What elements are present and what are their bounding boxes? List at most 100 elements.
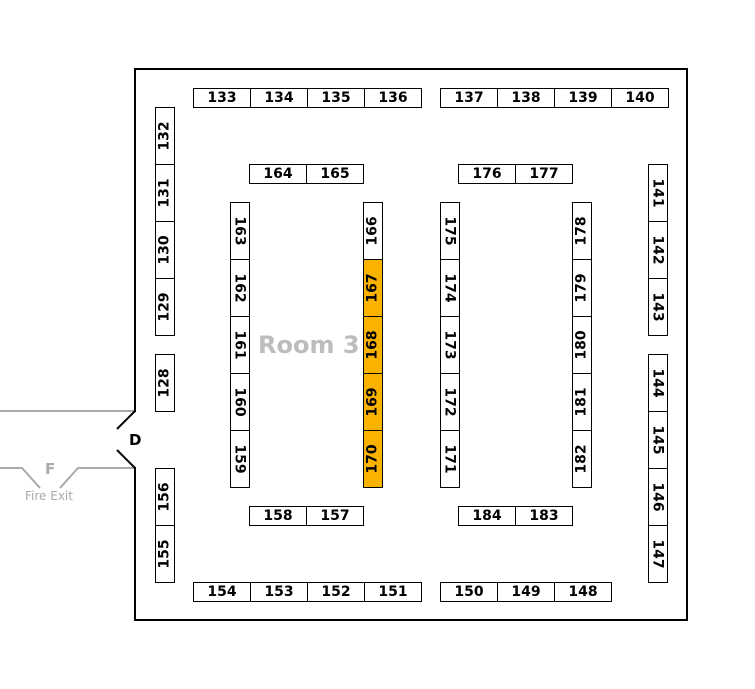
booth-169[interactable]: 169 [363, 373, 383, 431]
booth-179[interactable]: 179 [572, 259, 592, 317]
booth-173[interactable]: 173 [440, 316, 460, 374]
booth-128[interactable]: 128 [155, 354, 175, 412]
booth-number: 182 [574, 444, 591, 474]
booth-147[interactable]: 147 [648, 525, 668, 583]
booth-180[interactable]: 180 [572, 316, 592, 374]
booth-159[interactable]: 159 [230, 430, 250, 488]
booth-164[interactable]: 164 [249, 164, 307, 184]
booth-171[interactable]: 171 [440, 430, 460, 488]
booth-number: 144 [650, 368, 667, 398]
booth-148[interactable]: 148 [554, 582, 612, 602]
booth-number: 172 [442, 387, 459, 417]
booth-number: 129 [157, 292, 174, 322]
booth-182[interactable]: 182 [572, 430, 592, 488]
booth-163[interactable]: 163 [230, 202, 250, 260]
booth-number: 168 [365, 330, 382, 360]
booth-number: 138 [511, 90, 541, 106]
booth-168[interactable]: 168 [363, 316, 383, 374]
booth-151[interactable]: 151 [364, 582, 422, 602]
door-opening [132, 412, 138, 467]
fire-exit-wall-right [59, 467, 135, 489]
booth-number: 134 [264, 90, 294, 106]
booth-133[interactable]: 133 [193, 88, 251, 108]
booth-number: 154 [207, 584, 237, 600]
booth-161[interactable]: 161 [230, 316, 250, 374]
booth-131[interactable]: 131 [155, 164, 175, 222]
booth-155[interactable]: 155 [155, 525, 175, 583]
booth-number: 163 [232, 216, 249, 246]
booth-174[interactable]: 174 [440, 259, 460, 317]
booth-181[interactable]: 181 [572, 373, 592, 431]
booth-number: 181 [574, 387, 591, 417]
booth-number: 179 [574, 273, 591, 303]
booth-144[interactable]: 144 [648, 354, 668, 412]
booth-number: 164 [263, 166, 293, 182]
booth-number: 176 [472, 166, 502, 182]
booth-number: 167 [365, 273, 382, 303]
booth-number: 145 [650, 425, 667, 455]
booth-183[interactable]: 183 [515, 506, 573, 526]
booth-170[interactable]: 170 [363, 430, 383, 488]
booth-138[interactable]: 138 [497, 88, 555, 108]
booth-number: 142 [650, 235, 667, 265]
booth-140[interactable]: 140 [611, 88, 669, 108]
booth-number: 158 [263, 508, 293, 524]
booth-152[interactable]: 152 [307, 582, 365, 602]
booth-number: 137 [454, 90, 484, 106]
booth-184[interactable]: 184 [458, 506, 516, 526]
booth-142[interactable]: 142 [648, 221, 668, 279]
booth-number: 183 [529, 508, 559, 524]
booth-157[interactable]: 157 [306, 506, 364, 526]
booth-136[interactable]: 136 [364, 88, 422, 108]
booth-137[interactable]: 137 [440, 88, 498, 108]
booth-149[interactable]: 149 [497, 582, 555, 602]
booth-143[interactable]: 143 [648, 278, 668, 336]
booth-number: 152 [321, 584, 351, 600]
booth-160[interactable]: 160 [230, 373, 250, 431]
booth-number: 130 [157, 235, 174, 265]
room-3-walls [134, 68, 688, 621]
booth-146[interactable]: 146 [648, 468, 668, 526]
booth-172[interactable]: 172 [440, 373, 460, 431]
booth-162[interactable]: 162 [230, 259, 250, 317]
booth-158[interactable]: 158 [249, 506, 307, 526]
booth-135[interactable]: 135 [307, 88, 365, 108]
booth-130[interactable]: 130 [155, 221, 175, 279]
booth-132[interactable]: 132 [155, 107, 175, 165]
booth-153[interactable]: 153 [250, 582, 308, 602]
room-label: Room 3 [258, 331, 360, 359]
booth-139[interactable]: 139 [554, 88, 612, 108]
booth-178[interactable]: 178 [572, 202, 592, 260]
booth-number: 135 [321, 90, 351, 106]
booth-145[interactable]: 145 [648, 411, 668, 469]
booth-176[interactable]: 176 [458, 164, 516, 184]
booth-number: 184 [472, 508, 502, 524]
booth-154[interactable]: 154 [193, 582, 251, 602]
booth-129[interactable]: 129 [155, 278, 175, 336]
booth-number: 141 [650, 178, 667, 208]
fire-exit-letter: F [45, 460, 56, 478]
booth-134[interactable]: 134 [250, 88, 308, 108]
booth-166[interactable]: 166 [363, 202, 383, 260]
booth-141[interactable]: 141 [648, 164, 668, 222]
booth-177[interactable]: 177 [515, 164, 573, 184]
booth-number: 136 [378, 90, 408, 106]
booth-number: 132 [157, 121, 174, 151]
booth-175[interactable]: 175 [440, 202, 460, 260]
booth-number: 171 [442, 444, 459, 474]
booth-number: 161 [232, 330, 249, 360]
booth-156[interactable]: 156 [155, 468, 175, 526]
booth-150[interactable]: 150 [440, 582, 498, 602]
booth-number: 177 [529, 166, 559, 182]
booth-number: 162 [232, 273, 249, 303]
booth-number: 153 [264, 584, 294, 600]
booth-165[interactable]: 165 [306, 164, 364, 184]
booth-number: 174 [442, 273, 459, 303]
booth-167[interactable]: 167 [363, 259, 383, 317]
booth-number: 173 [442, 330, 459, 360]
booth-number: 139 [568, 90, 598, 106]
booth-number: 175 [442, 216, 459, 246]
booth-number: 166 [365, 216, 382, 246]
